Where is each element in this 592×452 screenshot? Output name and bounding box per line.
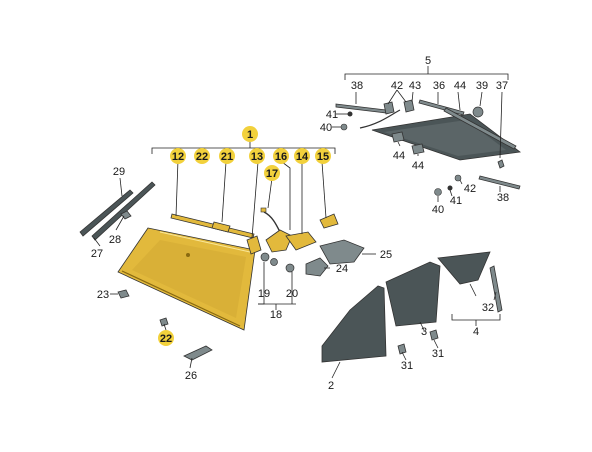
- callout-32: 32: [482, 302, 494, 314]
- callout-labels: 1 12 22 21 13 16 14 15 17 22 29 27 28 23…: [91, 55, 509, 392]
- callout-24: 24: [336, 263, 348, 275]
- callout-1: 1: [247, 129, 253, 141]
- part-41-bottom: [447, 185, 453, 191]
- callout-29: 29: [113, 166, 125, 178]
- callout-16: 16: [275, 151, 287, 163]
- part-37: [497, 159, 505, 169]
- callout-23: 23: [97, 289, 109, 301]
- part-40-top: [340, 123, 348, 131]
- callout-14: 14: [296, 151, 309, 163]
- part-41-top: [347, 111, 353, 117]
- part-19b: [270, 258, 278, 266]
- door-glass-rear: [385, 261, 441, 327]
- part-23: [117, 289, 130, 299]
- callout-40b: 40: [432, 204, 444, 216]
- part-19: [260, 252, 270, 262]
- callout-36: 36: [433, 80, 445, 92]
- clip-15: [319, 213, 339, 229]
- callout-44b: 44: [393, 150, 405, 162]
- part-31-a: [397, 343, 407, 355]
- windshield-glass: [117, 227, 256, 331]
- a-pillar-trim-outer: [79, 189, 134, 237]
- rear-window-glass: [371, 113, 522, 161]
- bracket-26: [183, 345, 213, 361]
- callout-18: 18: [270, 309, 282, 321]
- leader-lines: [93, 66, 509, 379]
- cover-14: [285, 231, 317, 251]
- bracket-21: [211, 221, 231, 233]
- callout-4: 4: [473, 326, 479, 338]
- callout-19: 19: [258, 288, 270, 300]
- callout-42a: 42: [391, 80, 403, 92]
- callout-42b: 42: [464, 183, 476, 195]
- callout-44a: 44: [454, 80, 466, 92]
- part-44-a: [391, 131, 405, 143]
- quarter-glass: [437, 251, 491, 285]
- callout-38a: 38: [351, 80, 363, 92]
- part-31-b: [429, 329, 439, 341]
- callout-22a: 22: [196, 151, 208, 163]
- part-44-b: [411, 143, 425, 155]
- trim-38-top: [335, 103, 387, 114]
- callout-26: 26: [185, 370, 197, 382]
- callout-39: 39: [476, 80, 488, 92]
- clips-42-43: [383, 99, 415, 115]
- callout-31b: 31: [432, 348, 444, 360]
- seal-32: [489, 265, 503, 313]
- callout-17: 17: [266, 168, 278, 180]
- trim-36: [418, 99, 465, 116]
- callout-37: 37: [496, 80, 508, 92]
- callout-21: 21: [221, 151, 233, 163]
- callout-27: 27: [91, 248, 103, 260]
- part-20: [285, 263, 295, 273]
- part-40-bottom: [434, 188, 442, 196]
- part-42-bottom: [454, 174, 462, 182]
- part-39: [472, 106, 484, 118]
- trim-44-top: [443, 107, 517, 150]
- callout-43: 43: [409, 80, 421, 92]
- mirror-mount-16: [265, 229, 293, 253]
- cap-24: [305, 257, 329, 277]
- callout-2: 2: [328, 380, 334, 392]
- highlight-badges: [158, 126, 331, 346]
- callout-28: 28: [109, 234, 121, 246]
- cable-17: [263, 211, 281, 233]
- callout-41a: 41: [326, 109, 338, 121]
- callout-5: 5: [425, 55, 431, 67]
- callout-25: 25: [380, 249, 392, 261]
- callout-22b: 22: [160, 333, 172, 345]
- door-glass-front: [321, 285, 387, 363]
- callout-44c: 44: [412, 160, 424, 172]
- callout-38b: 38: [497, 192, 509, 204]
- callout-31a: 31: [401, 360, 413, 372]
- callout-12: 12: [172, 151, 184, 163]
- cable-rear: [359, 109, 401, 129]
- clip-22: [159, 317, 169, 327]
- sensor-13: [246, 235, 262, 255]
- callout-20: 20: [286, 288, 298, 300]
- callout-13: 13: [251, 151, 263, 163]
- callout-3: 3: [421, 326, 427, 338]
- callout-15: 15: [317, 151, 329, 163]
- cover-25: [319, 239, 365, 265]
- callout-41b: 41: [450, 195, 462, 207]
- trim-38-bottom: [478, 175, 521, 190]
- callout-40a: 40: [320, 122, 332, 134]
